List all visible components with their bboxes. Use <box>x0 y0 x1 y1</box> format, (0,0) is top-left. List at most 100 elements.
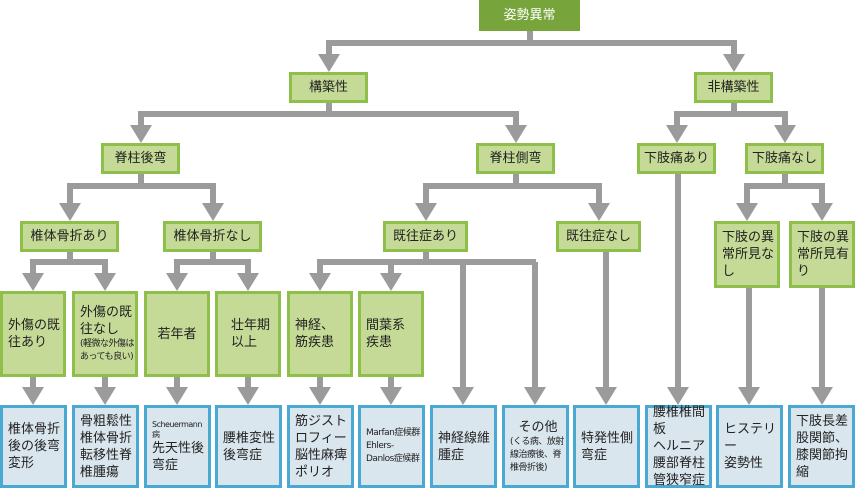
node-leg-pain-yes: 下肢痛あり <box>637 143 716 174</box>
node-label: 椎体骨折なし <box>173 229 252 244</box>
line: 椎体骨折 <box>80 430 133 446</box>
line: 椎腫瘍 <box>80 464 120 480</box>
line: 特発性側 <box>581 430 634 446</box>
arrow-head <box>94 273 116 291</box>
line: し <box>722 264 736 279</box>
line: 膝関節拘 <box>796 447 849 463</box>
node-label: 下肢痛あり <box>643 151 709 166</box>
line: 股関節、 <box>796 430 849 446</box>
arrow-head <box>811 203 833 221</box>
line: 骨粗鬆性 <box>80 413 133 429</box>
line: 腫症 <box>438 447 465 463</box>
line: ヘルニア <box>653 439 706 454</box>
line: ポリオ <box>295 464 335 480</box>
node-vertebral-fracture-yes: 椎体骨折あり <box>20 221 119 252</box>
node-young: 若年者 <box>144 291 210 377</box>
node-label: 非構築性 <box>707 80 760 95</box>
note-line: 椎骨折後) <box>510 462 548 473</box>
leaf-idiopathic-scoliosis: 特発性側弯症 <box>573 405 640 488</box>
leaf-scheuermann-congenital: Scheuermann病先天性後弯症 <box>144 405 211 488</box>
line: 椎体骨折 <box>8 422 61 437</box>
leaf-other-causes: その他(くる病、放射線治療後、脊椎骨折後) <box>502 405 569 488</box>
arrow-head <box>380 387 402 405</box>
arrow-head <box>166 387 188 405</box>
arrow-head <box>588 203 610 221</box>
node-label: 脊柱側弯 <box>489 151 542 166</box>
node-neuromuscular: 神経、 筋疾患 <box>287 291 353 377</box>
arrow-head <box>452 387 474 405</box>
small-line: Danlos症候群 <box>366 454 420 464</box>
arrow-head <box>666 125 688 143</box>
leaf-neurofibromatosis: 神経線維腫症 <box>430 405 497 488</box>
node-trauma-history-no: 外傷の既 往なし (軽微な外傷は あっても良い) <box>72 291 138 377</box>
line: 弯症 <box>152 457 179 473</box>
arrow-head <box>94 387 116 405</box>
node-nonstructural: 非構築性 <box>694 72 773 103</box>
arrow-head <box>774 125 796 143</box>
arrow-head <box>524 387 546 405</box>
note-line: 線治療後、脊 <box>510 449 562 460</box>
node-label: 下肢痛なし <box>751 151 817 166</box>
line: 壮年期 <box>230 318 270 333</box>
node-kyphosis: 脊柱後弯 <box>101 143 180 174</box>
line: 間葉系 <box>366 318 406 333</box>
arrow-head <box>309 273 331 291</box>
line: 常所見有 <box>797 247 850 262</box>
small-line: Marfan症候群 <box>366 428 420 438</box>
leaf-osteoporotic-fracture-metastasis: 骨粗鬆性椎体骨折転移性脊椎腫瘍 <box>72 405 139 488</box>
node-leg-abnormality-yes: 下肢の異 常所見有 り <box>789 221 855 288</box>
node-scoliosis: 脊柱側弯 <box>476 143 555 174</box>
line: り <box>797 264 811 279</box>
arrow-head <box>59 203 81 221</box>
node-history-no: 既往症なし <box>556 221 641 252</box>
arrow-head <box>415 203 437 221</box>
arrow-head <box>505 125 527 143</box>
node-middle-age-or-older: 壮年期 以上 <box>215 291 281 377</box>
line: 転移性脊 <box>80 447 133 463</box>
line: 神経、 <box>295 318 335 333</box>
node-label: 姿勢異常 <box>503 8 556 23</box>
line: ヒステリー <box>724 422 777 454</box>
line: 神経線維 <box>438 430 491 446</box>
line: 以上 <box>230 335 257 350</box>
node-label: 椎体骨折あり <box>30 229 109 244</box>
arrow-head <box>738 387 760 405</box>
arrow-head <box>237 273 259 291</box>
node-leg-pain-no: 下肢痛なし <box>745 143 824 174</box>
node-label: 既往症あり <box>392 229 458 244</box>
arrow-head <box>166 273 188 291</box>
arrow-head <box>22 273 44 291</box>
line: 変形 <box>8 456 35 471</box>
line: 腰椎変性 <box>223 430 276 446</box>
line: 常所見な <box>722 247 775 262</box>
line: 先天性後 <box>152 440 205 456</box>
line: 疾患 <box>366 335 393 350</box>
line: 腰部脊柱 <box>653 456 706 471</box>
arrow-head <box>237 387 259 405</box>
node-structural: 構築性 <box>289 72 368 103</box>
node-leg-abnormality-no: 下肢の異 常所見な し <box>714 221 780 288</box>
line: 脳性麻痺 <box>295 447 348 463</box>
line: 往なし <box>80 322 120 337</box>
small-line: Scheuermann病 <box>152 419 202 439</box>
leaf-lumbar-degenerative-kyphosis: 腰椎変性後弯症 <box>215 405 282 488</box>
node-label: 既往症なし <box>565 229 631 244</box>
leaf-marfan-ehlers-danlos: Marfan症候群 Ehlers- Danlos症候群 <box>358 405 425 488</box>
leaf-leg-length-joint-contracture: 下肢長差股関節、膝関節拘縮 <box>788 405 855 488</box>
node-postural-abnormality: 姿勢異常 <box>479 0 580 31</box>
node-vertebral-fracture-no: 椎体骨折なし <box>163 221 262 252</box>
line: 姿勢性 <box>724 456 764 471</box>
line: 筋疾患 <box>295 335 335 350</box>
line: 弯症 <box>581 447 608 463</box>
arrow-head <box>811 387 833 405</box>
line: 外傷の既 <box>80 305 133 320</box>
line: 下肢長差 <box>796 413 849 429</box>
line: ロフィー <box>295 430 347 446</box>
small-line: Ehlers- <box>366 441 394 451</box>
node-mesenchymal: 間葉系 疾患 <box>358 291 424 377</box>
line: 下肢の異 <box>722 230 775 245</box>
note-line: (軽微な外傷は <box>80 339 135 349</box>
line: 縮 <box>796 464 810 480</box>
